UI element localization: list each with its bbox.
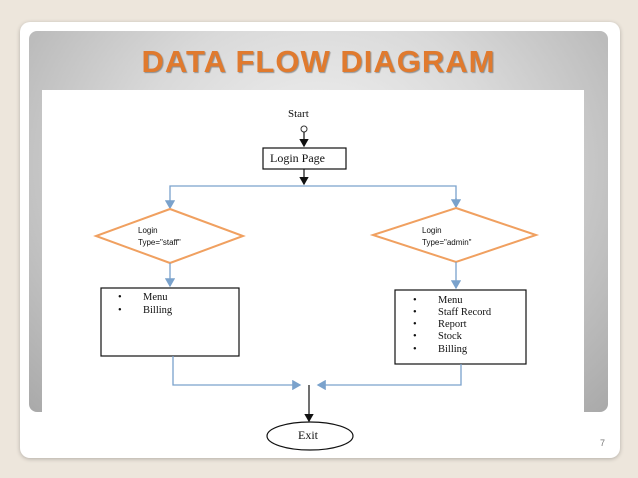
exit-node [266, 421, 354, 451]
admin-decision-line1: Login [422, 226, 442, 235]
split-connector [169, 185, 457, 208]
login-page-label: Login Page [270, 151, 325, 165]
list-item: •Staff Record [413, 307, 492, 318]
admin-menu-box [394, 289, 527, 365]
staff-merge-connector [172, 356, 302, 391]
list-item: •Billing [413, 344, 468, 355]
list-item: •Billing [118, 305, 173, 316]
admin-decision-line2: Type="admin" [422, 238, 472, 247]
staff-decision-line2: Type="staff" [138, 238, 181, 247]
list-item: •Menu [413, 295, 463, 306]
start-label: Start [288, 108, 309, 120]
staff-decision-line1: Login [138, 226, 158, 235]
admin-merge-connector [316, 364, 462, 391]
staff-menu-box [100, 287, 240, 357]
exit-label: Exit [298, 428, 318, 442]
list-item: •Menu [118, 292, 168, 303]
list-item: •Report [413, 319, 467, 330]
list-item: •Stock [413, 331, 462, 342]
slide-title: DATA FLOW DIAGRAM [141, 44, 496, 79]
page-number: 7 [600, 438, 606, 448]
